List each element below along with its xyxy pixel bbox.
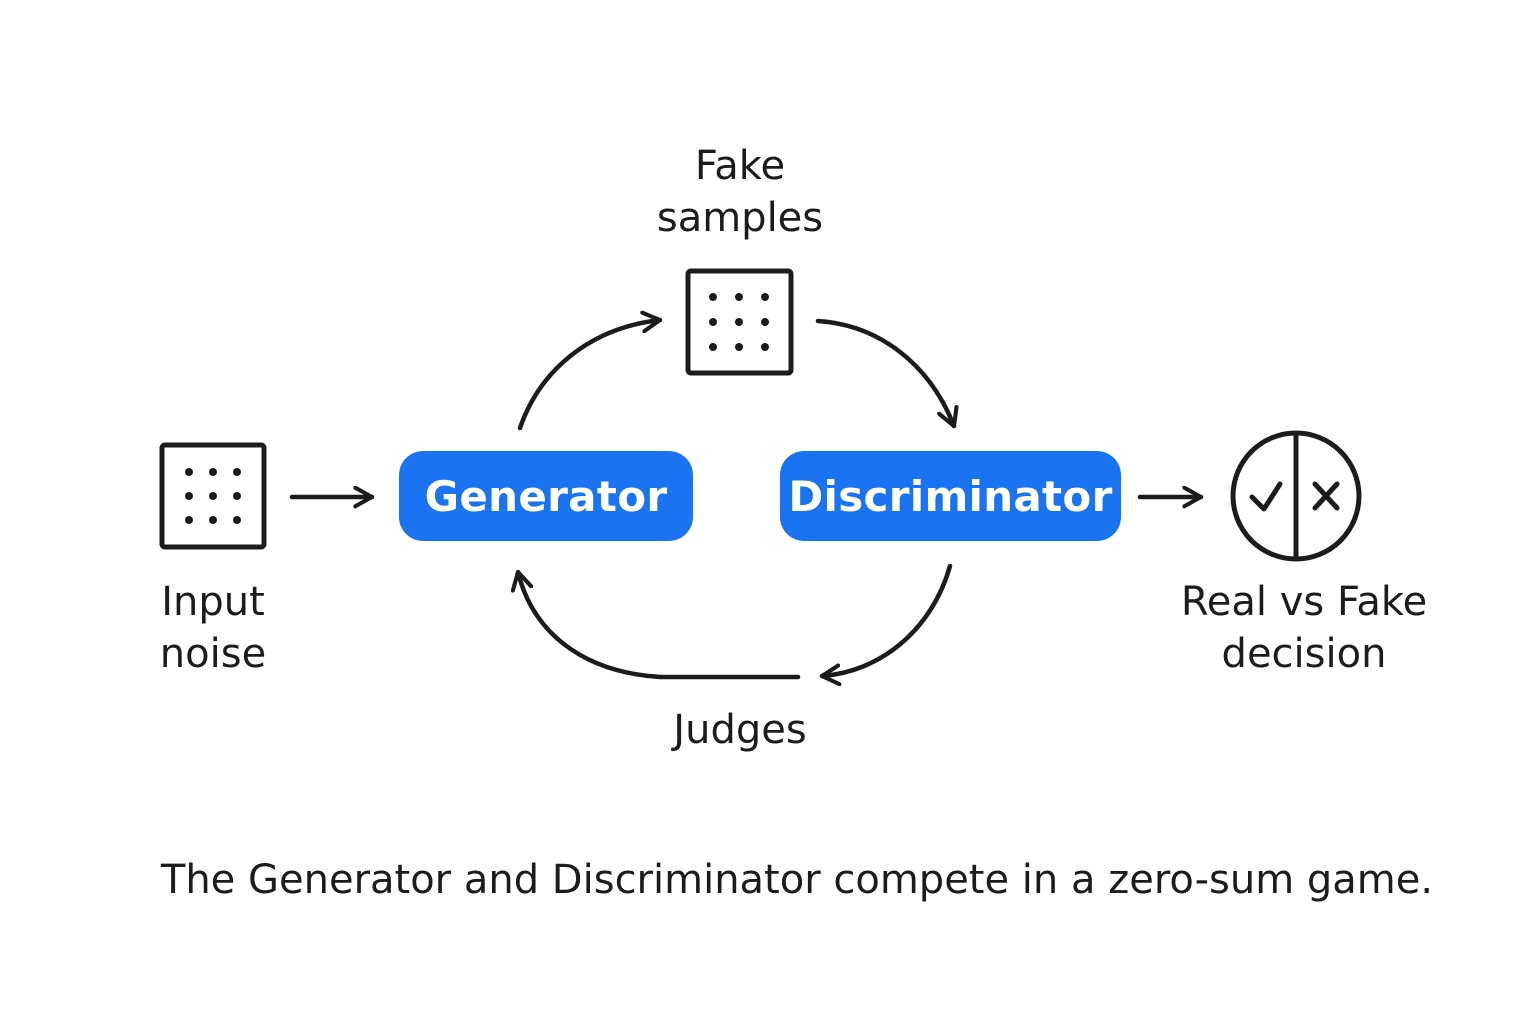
- samples-to-discriminator-arrow: [815, 318, 954, 429]
- diagram-caption: The Generator and Discriminator compete …: [160, 857, 1434, 903]
- check-cross-circle-icon: [1230, 430, 1362, 562]
- fake-samples-line1: Fake: [694, 143, 786, 189]
- fake-samples-label: Fake samples: [640, 140, 840, 244]
- judges-label: Judges: [673, 707, 807, 753]
- discriminator-node: Discriminator: [780, 451, 1121, 541]
- generator-node: Generator: [399, 451, 693, 541]
- generator-label: Generator: [424, 471, 668, 521]
- fake-samples-line2: samples: [656, 195, 824, 241]
- input-noise-icon: [159, 442, 267, 550]
- input-noise-line2: noise: [159, 631, 267, 677]
- fake-samples-icon: [685, 268, 794, 376]
- decision-line2: decision: [1221, 631, 1387, 677]
- input-noise-label: Input noise: [113, 576, 313, 680]
- decision-line1: Real vs Fake: [1180, 579, 1428, 625]
- discriminator-feedback-arrow: [819, 563, 953, 676]
- discriminator-label: Discriminator: [788, 471, 1113, 521]
- input-noise-line1: Input: [161, 579, 265, 625]
- decision-label: Real vs Fake decision: [1166, 576, 1442, 680]
- feedback-to-generator-arrow: [518, 569, 801, 680]
- generator-to-samples-arrow: [517, 320, 663, 431]
